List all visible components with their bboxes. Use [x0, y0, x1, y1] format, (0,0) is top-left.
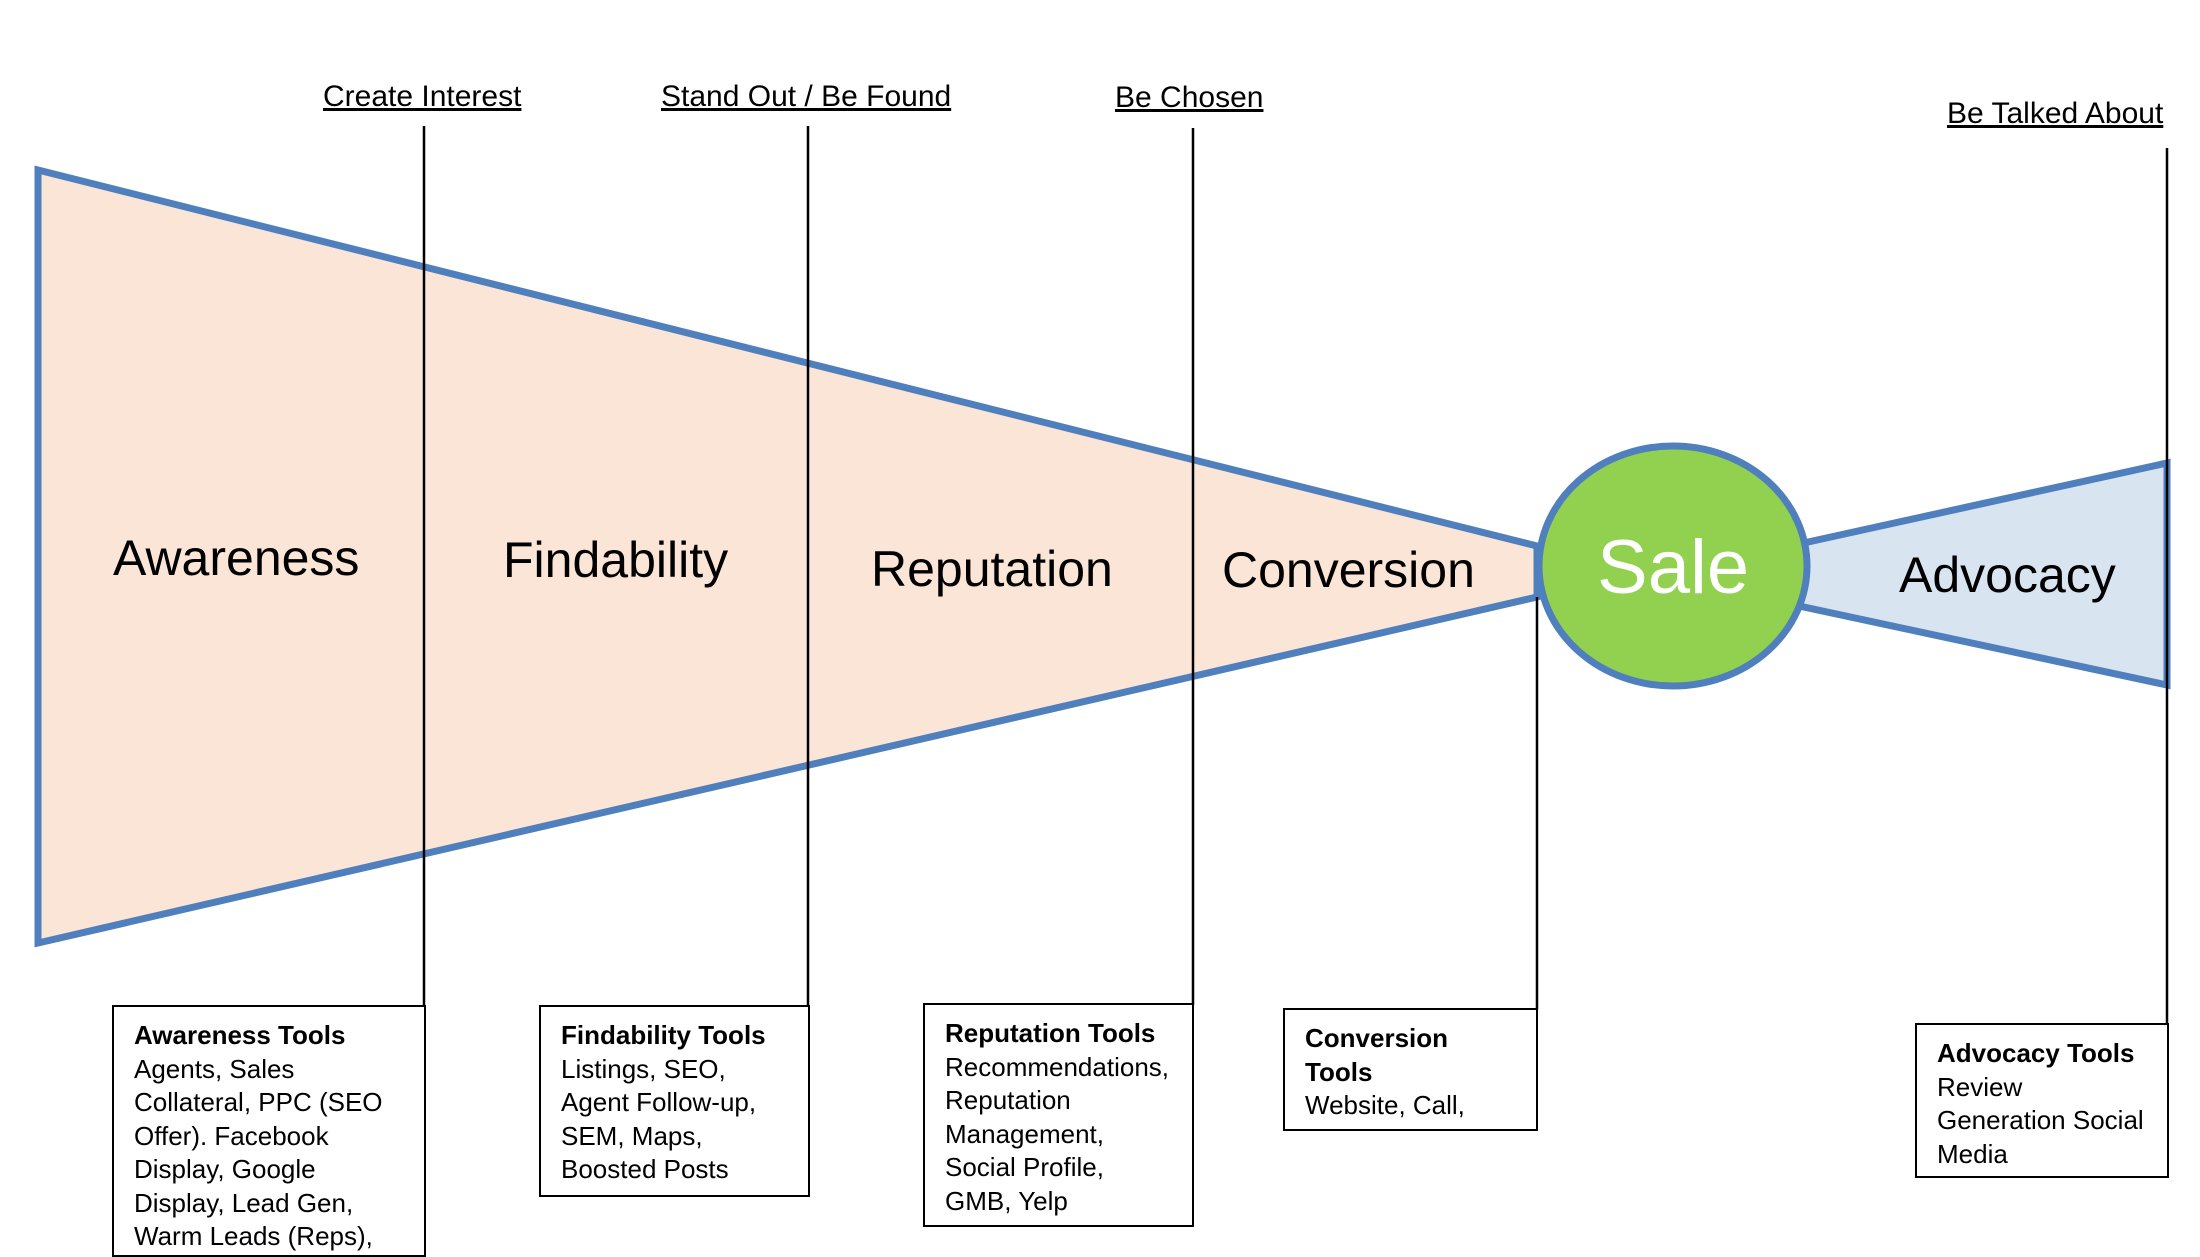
advocacy-tools-box: Advocacy Tools Review Generation Social … [1915, 1023, 2169, 1178]
conversion-tools-title: Conversion Tools [1305, 1022, 1518, 1089]
be-talked-about-label: Be Talked About [1947, 97, 2163, 131]
advocacy-tools-list: Review Generation Social Media [1937, 1071, 2149, 1172]
stage-awareness-label: Awareness [113, 529, 359, 587]
advocacy-tools-title: Advocacy Tools [1937, 1037, 2149, 1071]
stage-findability-label: Findability [503, 531, 728, 589]
stand-out-label: Stand Out / Be Found [661, 80, 951, 114]
conversion-tools-box: Conversion Tools Website, Call, Online B… [1283, 1008, 1538, 1131]
findability-tools-box: Findability Tools Listings, SEO, Agent F… [539, 1005, 810, 1197]
create-interest-label: Create Interest [323, 80, 521, 114]
reputation-tools-title: Reputation Tools [945, 1017, 1174, 1051]
findability-tools-list: Listings, SEO, Agent Follow-up, SEM, Map… [561, 1053, 790, 1187]
awareness-tools-title: Awareness Tools [134, 1019, 406, 1053]
awareness-tools-box: Awareness Tools Agents, Sales Collateral… [112, 1005, 426, 1257]
stage-conversion-label: Conversion [1222, 541, 1475, 599]
awareness-tools-list: Agents, Sales Collateral, PPC (SEO Offer… [134, 1053, 406, 1257]
sale-label: Sale [1597, 526, 1749, 610]
reputation-tools-box: Reputation Tools Recommendations, Reputa… [923, 1003, 1194, 1227]
stage-reputation-label: Reputation [871, 540, 1113, 598]
findability-tools-title: Findability Tools [561, 1019, 790, 1053]
conversion-tools-list: Website, Call, Online Booking [1305, 1089, 1518, 1131]
reputation-tools-list: Recommendations, Reputation Management, … [945, 1051, 1174, 1219]
stage-advocacy-label: Advocacy [1899, 546, 2116, 604]
be-chosen-label: Be Chosen [1115, 81, 1263, 115]
